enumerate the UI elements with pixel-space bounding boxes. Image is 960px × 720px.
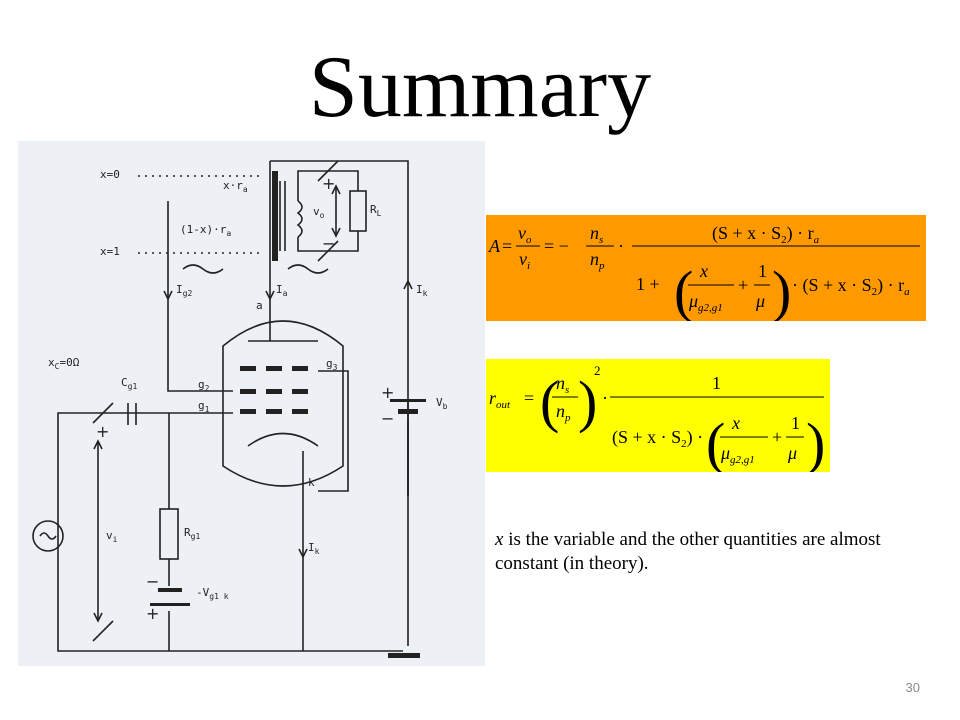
gain-ns: ns [590,223,603,246]
minus-vb: − [381,409,394,428]
gain-dot: · [618,236,624,256]
label-vb: Vb [436,396,448,411]
gain-equation: A = vo vi = − ns np · (S + x · S2) · ra … [488,223,920,321]
plus-vo: + [322,174,335,193]
label-anode: a [256,299,263,312]
label-vg1k: -Vg1 k [196,586,229,601]
rout-den-plus: + [772,427,782,447]
gain-eq: = [502,236,512,256]
gain-den-one: 1 [758,261,767,281]
label-cg1: Cg1 [121,376,137,391]
label-g2: g2 [198,378,210,393]
plus-vi: + [96,422,109,441]
note-body: is the variable and the other quantities… [495,529,881,574]
rout-den-one: 1 [791,413,800,433]
label-g3: g3 [326,357,338,372]
label-ia: Ia [276,283,288,298]
rout-lhs: rout [489,388,511,411]
rout-equation-box: rout = ( ns np ) 2 · 1 (S + x · S2) · ( … [486,359,830,472]
rout-np: np [556,401,571,424]
rout-den-mu2: μ [787,443,797,463]
rout-ns: ns [556,373,569,396]
rout-den: (S + x · S2) · [612,427,703,450]
rout-den-paren-close: ) [806,411,825,472]
label-cathode: k [308,476,315,489]
label-rl: RL [370,203,382,218]
label-rg1: Rg1 [184,526,200,541]
gain-den-mu: μg2,g1 [688,291,723,314]
label-vo: vo [313,205,325,220]
rout-den-x: x [731,413,740,433]
minus-vg1k: − [146,572,159,591]
rout-paren-close: ) [578,369,597,434]
label-xc: xC=0Ω [48,356,80,371]
gain-paren-close: ) [772,259,791,321]
circuit-schematic: x=0 x=1 x·ra (1-x)·ra vo RL Ig2 Ia Ik a … [18,141,485,666]
gain-paren-open: ( [674,259,693,321]
gain-numerator: (S + x · S2) · ra [712,223,820,246]
minus-vo: − [322,234,335,253]
gain-den-plus: + [738,275,748,295]
label-g1: g1 [198,399,210,414]
rout-den-paren-open: ( [706,411,725,472]
rout-paren-open: ( [540,369,559,434]
slide-title: Summary [308,39,652,136]
rout-eq: = [524,388,534,408]
rout-dot: · [602,388,608,408]
label-ik-top: Ik [416,283,428,298]
schematic-drawing: x=0 x=1 x·ra (1-x)·ra vo RL Ig2 Ia Ik a … [32,160,448,658]
rout-equation: rout = ( ns np ) 2 · 1 (S + x · S2) · ( … [489,363,825,472]
gain-np: np [590,249,605,272]
rout-den-mu: μg2,g1 [720,443,755,466]
label-ik-bottom: Ik [308,541,320,556]
gain-den-lead: 1 + [636,274,660,294]
label-onemxra: (1-x)·ra [180,223,231,238]
page-number: 30 [905,680,920,695]
label-xra: x·ra [223,179,248,194]
label-x1: x=1 [100,245,120,258]
gain-vo: vo [518,223,532,246]
gain-den-x: x [699,261,708,281]
plus-vg1k: + [146,604,159,623]
gain-den-tail: · (S + x · S2) · ra [792,275,910,298]
gain-equation-box: A = vo vi = − ns np · (S + x · S2) · ra … [486,215,926,321]
gain-eq2: = − [544,236,569,256]
rout-one: 1 [712,373,721,393]
gain-lhs: A [488,236,501,256]
rout-sq: 2 [594,363,601,378]
note-variable: x [495,529,504,550]
label-vi: vi [106,529,118,544]
label-x0: x=0 [100,168,120,181]
note-text: x is the variable and the other quantiti… [495,528,935,576]
gain-vi: vi [519,249,530,272]
gain-den-mu2: μ [755,291,765,311]
plus-vb: + [381,383,394,402]
label-ig2: Ig2 [176,283,192,298]
